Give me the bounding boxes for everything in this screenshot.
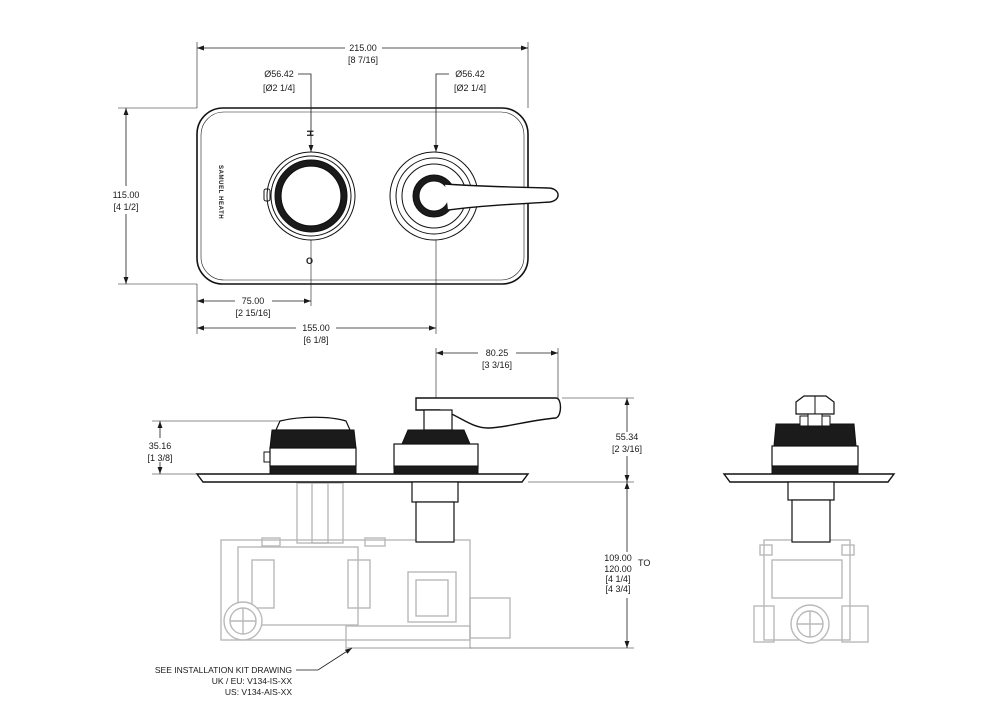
dim-knob-projection-in: [1 3/8] xyxy=(147,453,172,463)
dim-left-diameter-mm: Ø56.42 xyxy=(264,69,294,79)
right-lever xyxy=(389,151,559,241)
dim-depth-mm-max: 120.00 xyxy=(604,564,632,574)
dim-right-diameter-mm: Ø56.42 xyxy=(455,69,485,79)
brand-label: SAMUEL HEATH xyxy=(217,165,223,219)
dim-lever-reach-mm: 80.25 xyxy=(486,348,509,358)
dim-overall-width-mm: 215.00 xyxy=(349,43,377,53)
dim-lever-projection-in: [2 3/16] xyxy=(612,444,642,454)
dim-left-diameter-in: [Ø2 1/4] xyxy=(263,83,295,93)
side-lever xyxy=(393,397,562,475)
hot-marker: H xyxy=(305,130,315,137)
dim-right-centre-mm: 155.00 xyxy=(302,323,330,333)
dim-plate-height-in: [4 1/2] xyxy=(113,202,138,212)
front-view: SAMUEL HEATH H O 215.00 [8 7/16] Ø56.42 xyxy=(113,42,559,345)
dim-lever-reach-in: [3 3/16] xyxy=(482,360,512,370)
dim-depth-in-min: [4 1/4] xyxy=(605,574,630,584)
dim-right-diameter-in: [Ø2 1/4] xyxy=(454,83,486,93)
dim-depth-to: TO xyxy=(638,558,650,568)
dim-lever-projection-mm: 55.34 xyxy=(616,432,639,442)
side-plate xyxy=(195,473,530,483)
valve-body-ghost xyxy=(220,482,511,649)
dim-depth-in-max: [4 3/4] xyxy=(605,584,630,594)
note-line-1: SEE INSTALLATION KIT DRAWING xyxy=(155,665,292,675)
end-valve-body-ghost xyxy=(753,539,869,644)
dim-left-centre-mm: 75.00 xyxy=(242,296,265,306)
side-view: 80.25 [3 3/16] 35.16 [1 3/8] 55.34 [2 3/… xyxy=(147,348,650,697)
off-marker: O xyxy=(306,256,313,266)
dim-depth-mm-min: 109.00 xyxy=(604,553,632,563)
dim-plate-height-mm: 115.00 xyxy=(113,190,140,200)
dim-left-centre-in: [2 15/16] xyxy=(235,308,270,318)
note-line-2: UK / EU: V134-IS-XX xyxy=(212,676,293,686)
end-view xyxy=(722,395,896,644)
end-plate xyxy=(722,473,896,483)
dim-overall-width-in: [8 7/16] xyxy=(348,55,378,65)
note-line-3: US: V134-AIS-XX xyxy=(225,687,292,697)
dim-right-centre-in: [6 1/8] xyxy=(303,335,328,345)
side-knob xyxy=(263,416,357,475)
left-knob xyxy=(263,151,356,241)
dim-knob-projection-mm: 35.16 xyxy=(149,441,172,451)
